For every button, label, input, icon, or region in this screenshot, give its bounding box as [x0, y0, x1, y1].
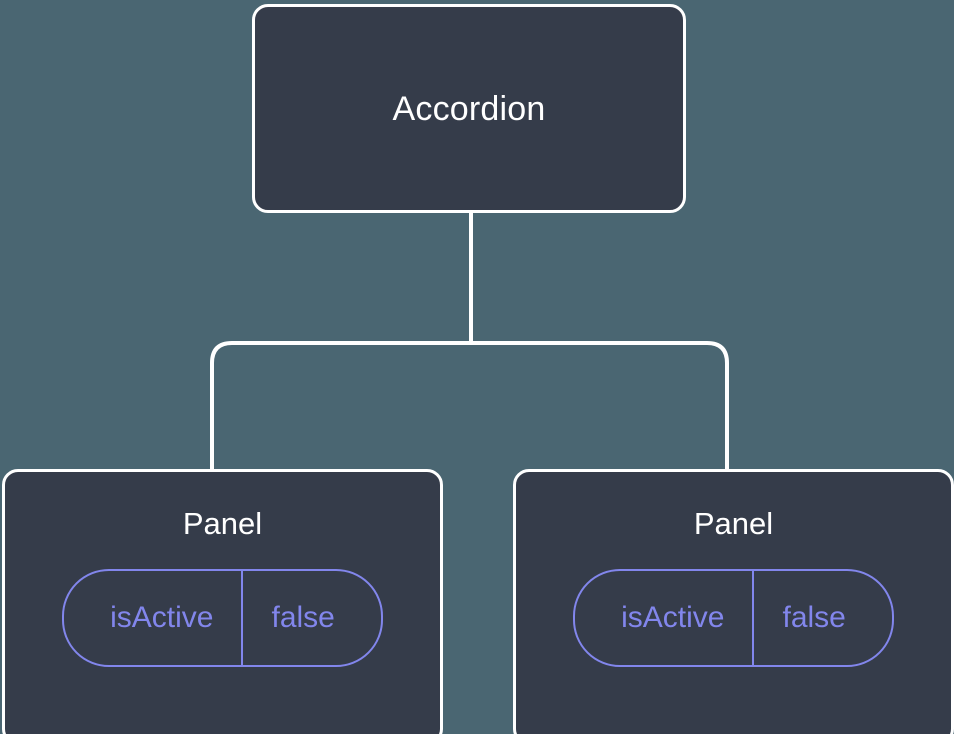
node-panel-left[interactable]: Panel isActive false: [2, 469, 443, 734]
state-pill-left-value: false: [241, 571, 380, 665]
node-panel-left-label: Panel: [182, 506, 263, 541]
state-pill-left[interactable]: isActive false: [62, 569, 383, 667]
state-pill-right[interactable]: isActive false: [573, 569, 894, 667]
connector-bus-to-panel-left: [210, 341, 471, 470]
state-pill-right-key: isActive: [621, 601, 725, 634]
node-accordion[interactable]: Accordion: [252, 4, 686, 213]
state-pill-right-value: false: [752, 571, 891, 665]
node-panel-right[interactable]: Panel isActive false: [513, 469, 954, 734]
node-panel-right-label: Panel: [693, 506, 774, 541]
state-pill-left-key: isActive: [110, 601, 214, 634]
node-accordion-label: Accordion: [392, 89, 546, 128]
connector-bus-to-panel-right: [471, 341, 729, 470]
